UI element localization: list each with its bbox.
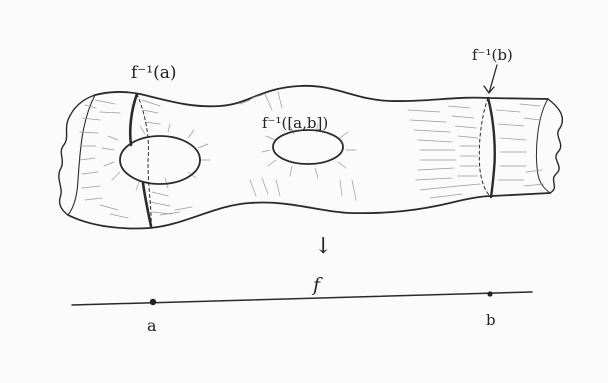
left-end-boundary: [59, 95, 95, 215]
middle-hole: [273, 130, 343, 164]
real-line: [72, 291, 532, 305]
surface-bottom-outline: [68, 193, 550, 228]
down-arrow-icon: ↓: [314, 234, 332, 259]
level-set-b-curve: [488, 98, 495, 197]
label-preimage-b: f⁻¹(b): [472, 46, 513, 64]
label-point-b: b: [486, 311, 496, 329]
holes: [120, 130, 343, 184]
left-hole: [120, 136, 200, 184]
point-b-dot: [487, 291, 492, 296]
preimage-b-pointer-arrow: [484, 65, 497, 93]
label-map-f: f: [311, 274, 323, 296]
surface-shading: [80, 92, 544, 218]
surface-top-outline: [95, 86, 548, 106]
label-point-a: a: [147, 316, 157, 335]
level-set-b-back-curve: [479, 98, 491, 197]
label-preimage-a: f⁻¹(a): [131, 63, 176, 83]
label-preimage-interval: f⁻¹([a,b]): [262, 114, 328, 132]
right-end-inner-curve: [536, 99, 550, 193]
point-a-dot: [150, 299, 156, 305]
real-line-axis: [72, 292, 532, 305]
right-end-boundary: [548, 99, 562, 193]
level-set-a-back-curve: [137, 94, 151, 226]
